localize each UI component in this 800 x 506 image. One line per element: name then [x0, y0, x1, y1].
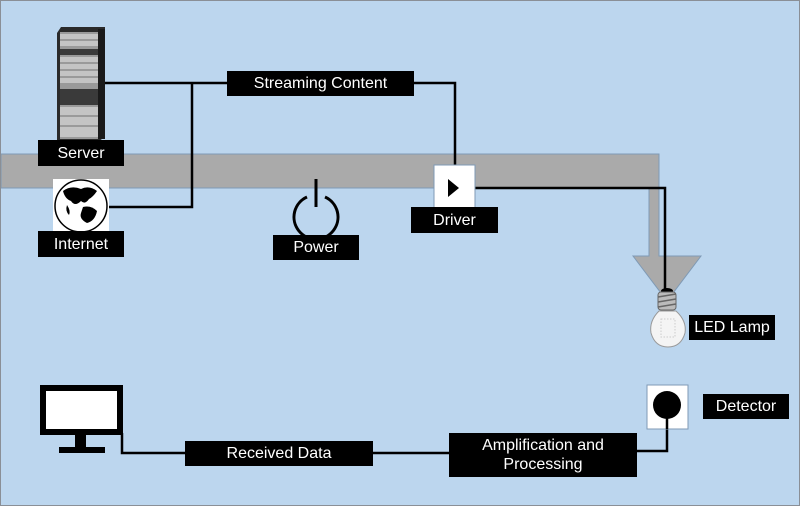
wire-driver-lamp	[441, 186, 667, 291]
led-lamp-label: LED Lamp	[689, 315, 775, 340]
wires	[105, 81, 669, 455]
wire-streaming-driver	[413, 81, 457, 182]
received-data-label: Received Data	[185, 441, 373, 466]
light-bulb-icon	[650, 288, 686, 348]
light-path-arrow	[1, 153, 703, 302]
power-label: Power	[273, 235, 359, 260]
server-label: Server	[38, 140, 124, 166]
server-rack-icon	[57, 27, 105, 141]
amplification-processing-label: Amplification and Processing	[449, 433, 637, 477]
photodetector-icon	[646, 384, 689, 430]
globe-icon	[53, 179, 109, 233]
monitor-icon	[40, 385, 123, 453]
detector-label: Detector	[703, 394, 789, 419]
internet-label: Internet	[38, 231, 124, 257]
wire-received-monitor	[120, 433, 186, 455]
amplification-label-line1: Amplification and	[482, 437, 604, 454]
streaming-content-label: Streaming Content	[227, 71, 414, 96]
driver-triangle-icon	[433, 164, 476, 210]
amplification-label-line2: Processing	[503, 456, 583, 473]
wire-detector-amplification	[635, 419, 669, 453]
wire-internet-streaming	[109, 83, 194, 209]
driver-label: Driver	[411, 207, 498, 233]
